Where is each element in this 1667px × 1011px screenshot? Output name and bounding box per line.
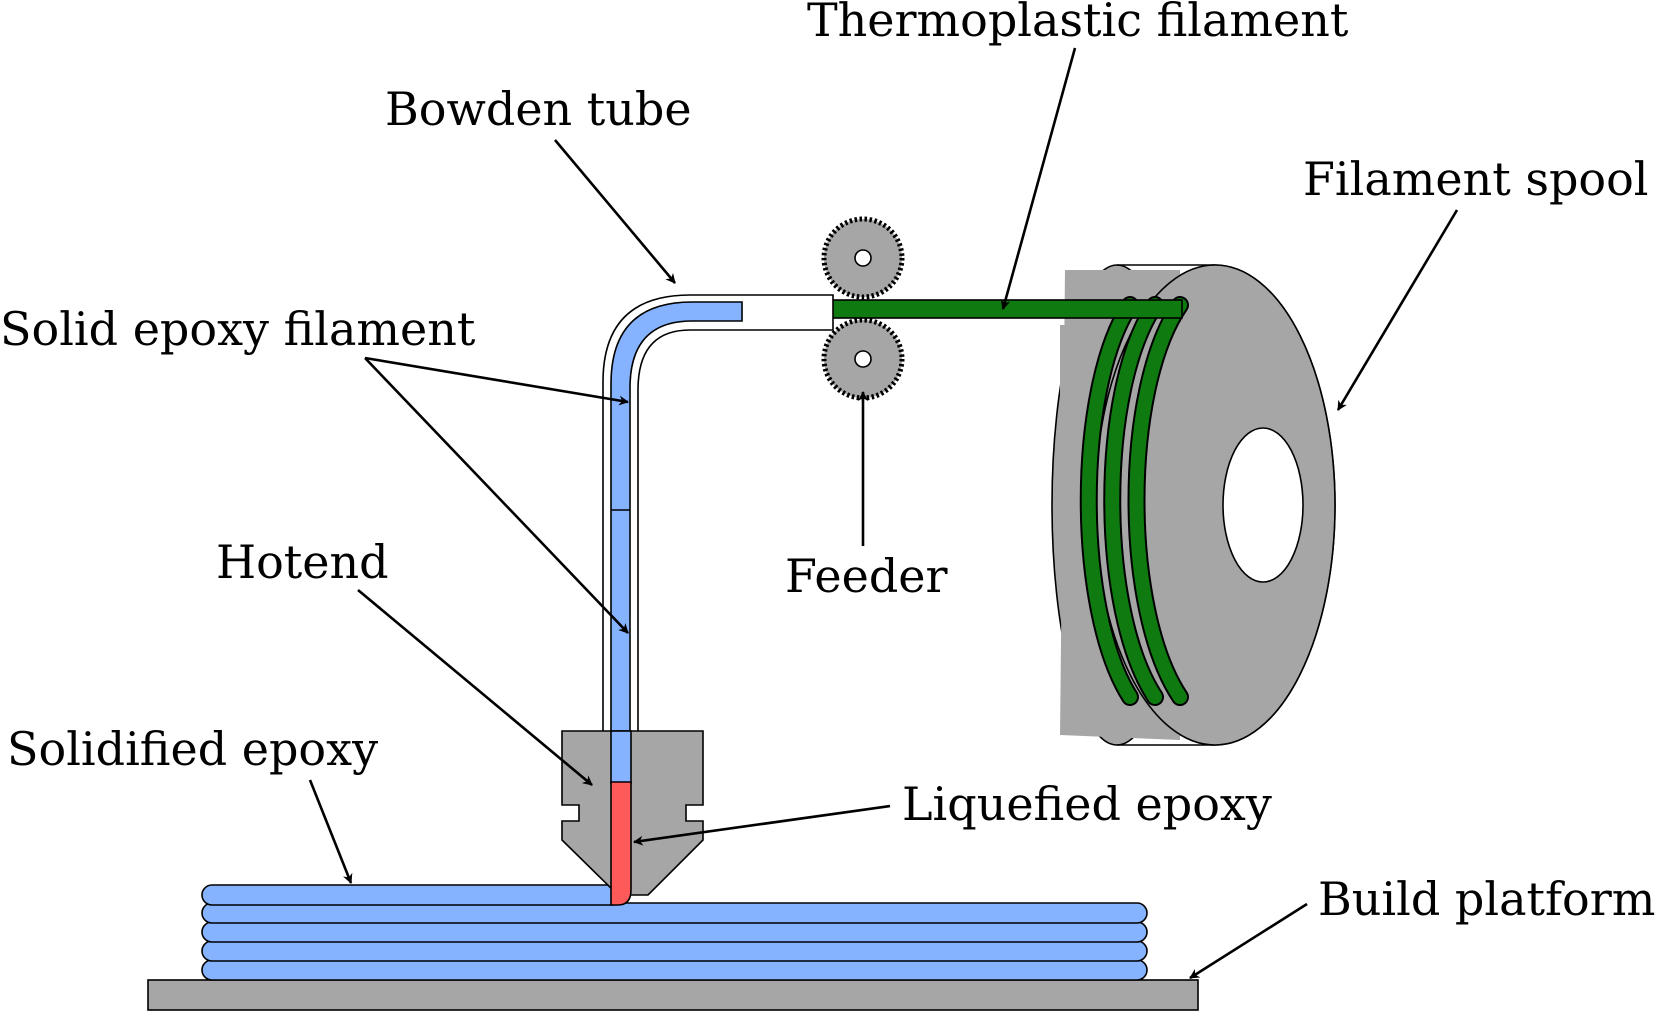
arrow-filament-spool [1336, 209, 1459, 411]
arrow-solid-epoxy-lower [364, 357, 629, 634]
annotation-arrows [308, 47, 1459, 980]
arrow-build-platform [1189, 902, 1308, 980]
labels: Thermoplastic filament Bowden tube Filam… [0, 0, 1655, 926]
lower-gear [821, 317, 905, 401]
liquefied-epoxy [610, 781, 632, 906]
hotend [561, 730, 704, 896]
spool-windings [1079, 296, 1189, 706]
build-platform [147, 979, 1199, 1011]
arrow-solidified-epoxy [308, 779, 353, 884]
solid-epoxy-filament [610, 301, 743, 783]
upper-gear [821, 216, 905, 300]
solidified-epoxy-layers [201, 884, 1148, 981]
label-solid-epoxy-filament: Solid epoxy filament [0, 302, 476, 356]
label-liquefied-epoxy: Liquefied epoxy [902, 777, 1272, 831]
arrow-thermoplastic-filament [1000, 47, 1077, 310]
feeder-gears [821, 216, 905, 401]
label-filament-spool: Filament spool [1303, 152, 1649, 206]
arrow-liquefied-epoxy [633, 804, 891, 846]
arrow-bowden-tube [554, 139, 676, 284]
label-thermoplastic-filament: Thermoplastic filament [807, 0, 1349, 47]
arrow-hotend [357, 589, 593, 786]
label-build-platform: Build platform [1318, 872, 1655, 926]
label-feeder: Feeder [785, 549, 948, 603]
label-bowden-tube: Bowden tube [385, 82, 692, 136]
arrow-solid-epoxy-upper [364, 356, 629, 406]
bowden-tube [602, 294, 834, 741]
label-hotend: Hotend [216, 535, 389, 589]
label-solidified-epoxy: Solidified epoxy [7, 722, 378, 776]
